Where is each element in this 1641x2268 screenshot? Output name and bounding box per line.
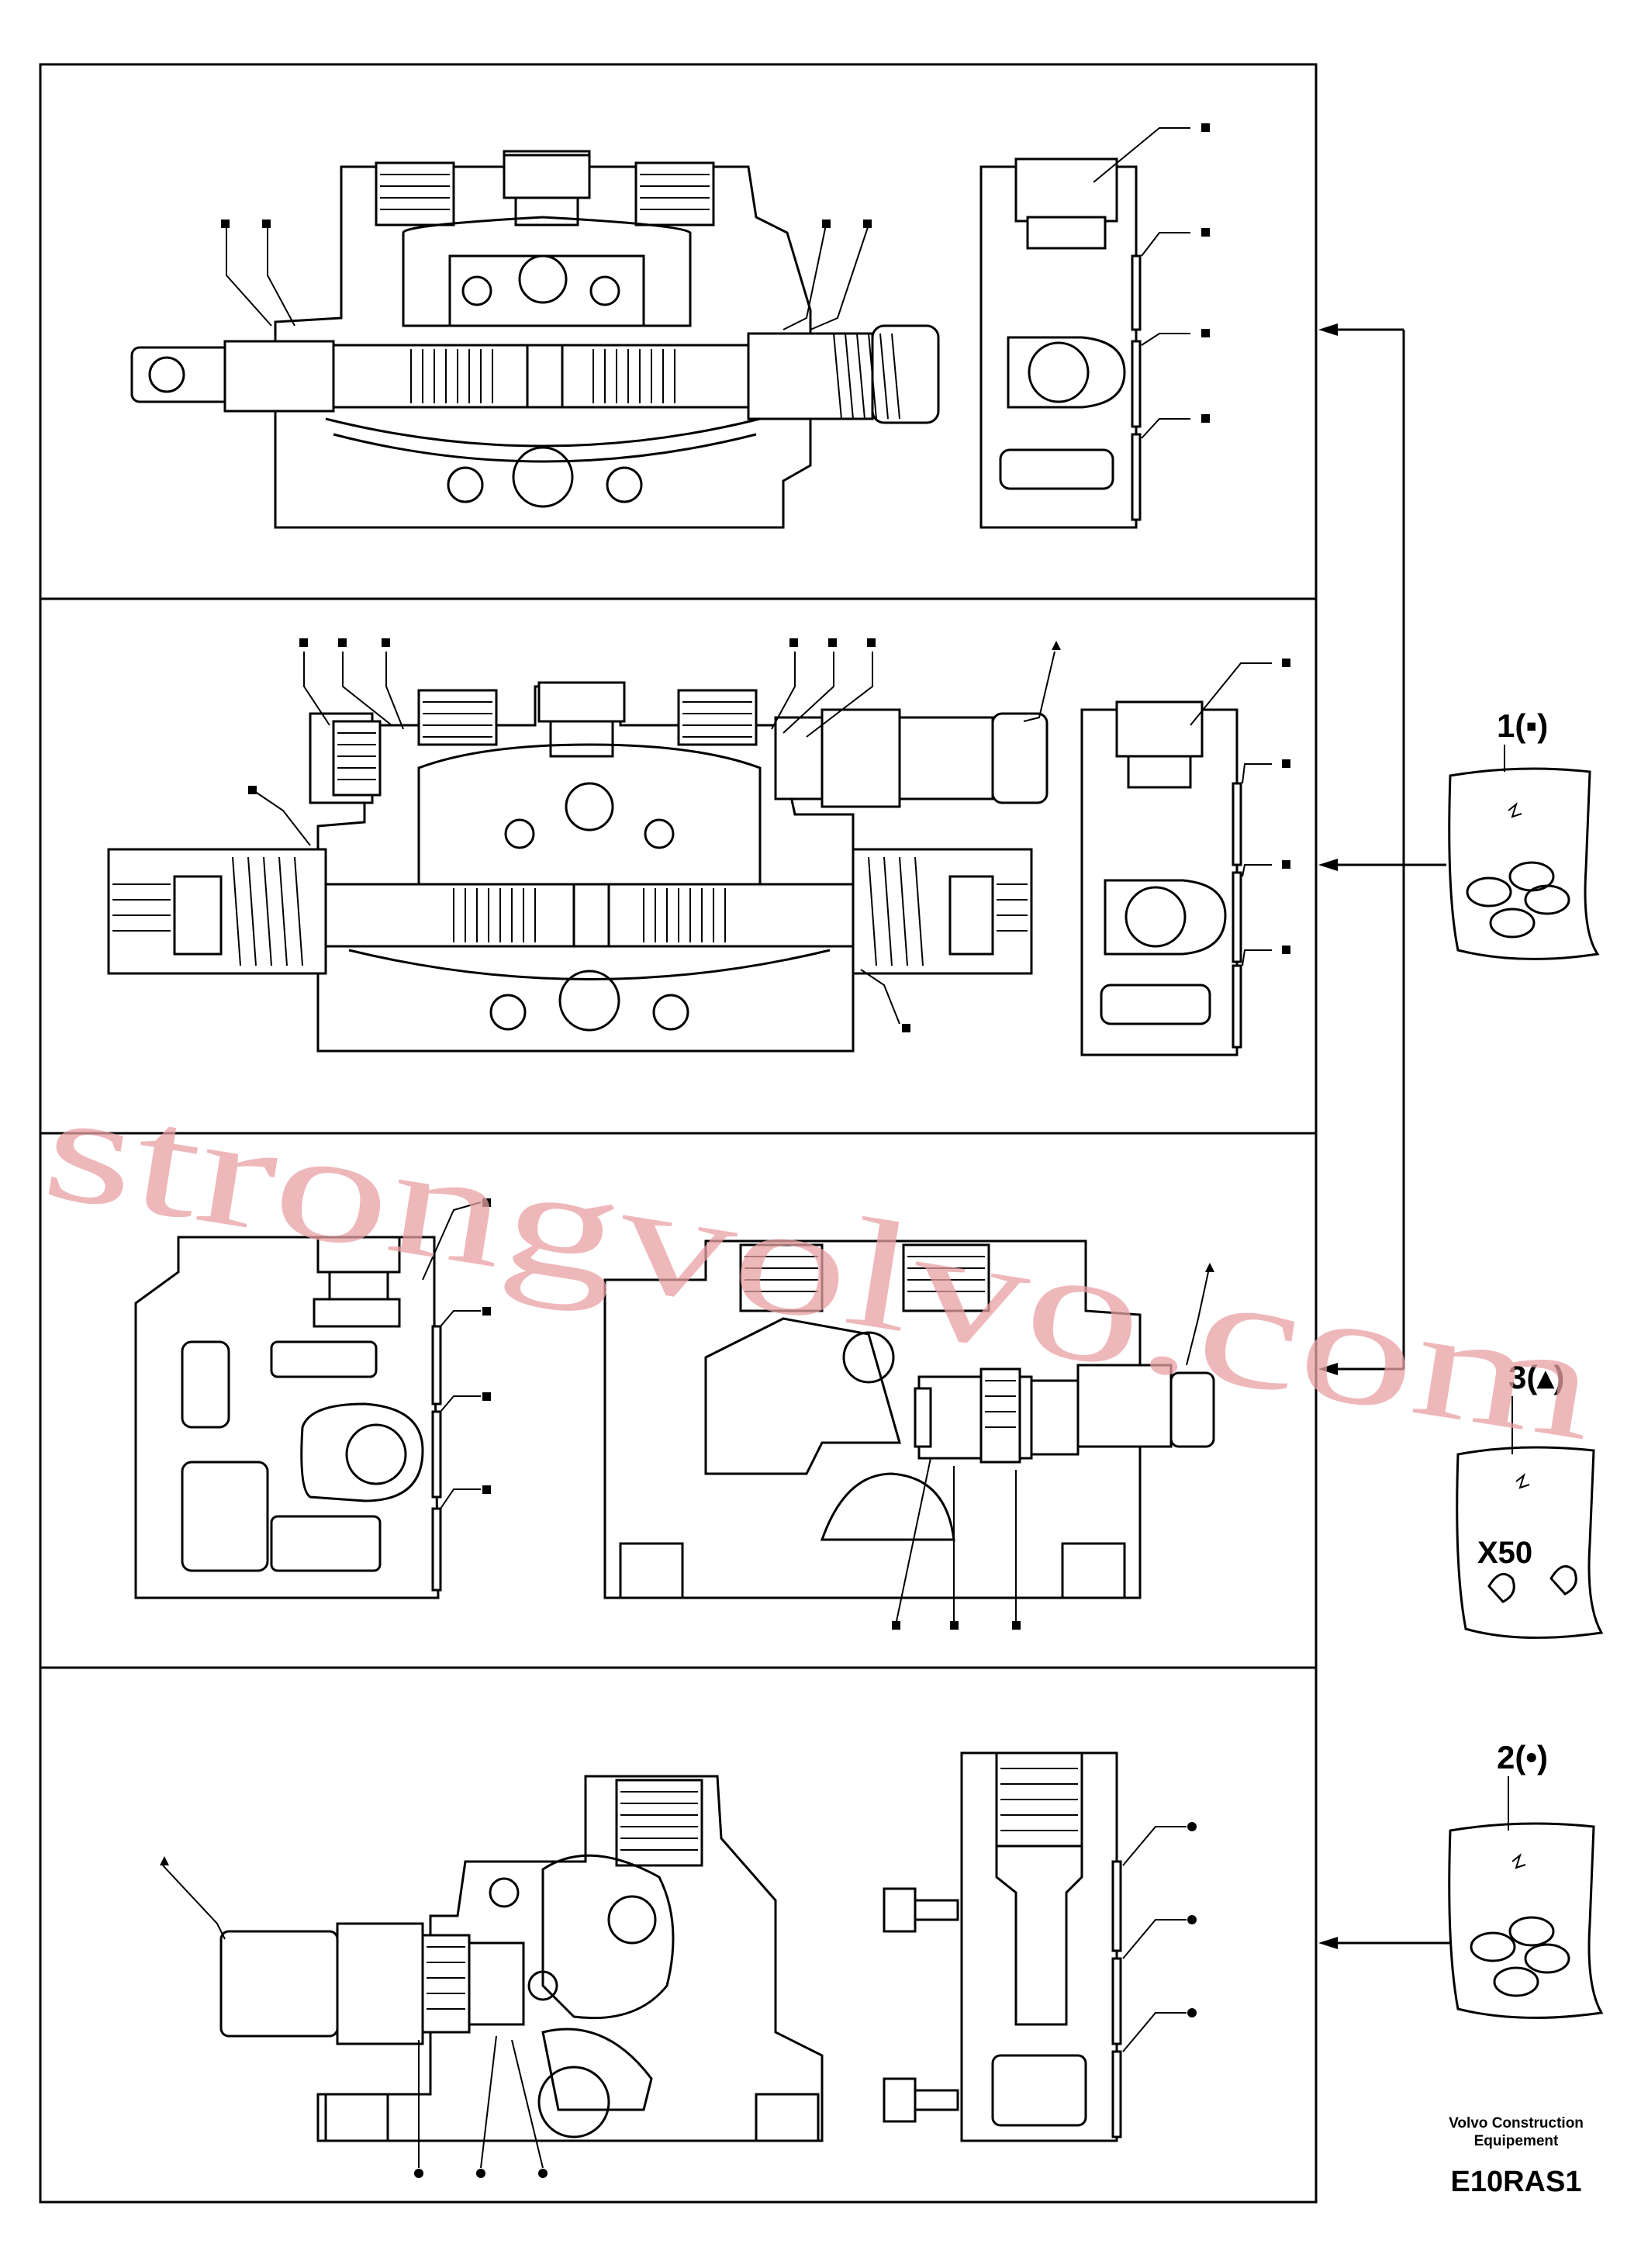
panel-4-valve-section	[162, 1751, 1187, 2169]
kit-3-label: 3(▴)	[1508, 1359, 1564, 1395]
panel-1-valve-section	[130, 127, 1190, 529]
kit-1-label: 1(▪)	[1497, 707, 1548, 744]
square-callout-markers	[221, 123, 1290, 1630]
panel-frame	[39, 63, 1318, 2204]
kit-2-label: 2(•)	[1497, 1739, 1548, 1775]
panel-2-valve-section	[107, 651, 1272, 1056]
kit-connector-lines	[1318, 323, 1450, 1949]
diagram-code: E10RAS1	[1451, 2166, 1582, 2198]
panel-3-valve-section	[134, 1201, 1215, 1626]
kit-bag-3	[1456, 1396, 1604, 1639]
brand-line-2: Equipement	[1474, 2133, 1559, 2149]
kit-bag-2	[1448, 1776, 1604, 2019]
dot-callout-markers	[414, 1822, 1197, 2178]
brand-line-1: Volvo Construction	[1449, 2115, 1584, 2131]
triangle-callout-markers	[160, 641, 1214, 1865]
kit-bag-1	[1448, 745, 1600, 960]
kit-3-quantity: X50	[1477, 1536, 1532, 1570]
